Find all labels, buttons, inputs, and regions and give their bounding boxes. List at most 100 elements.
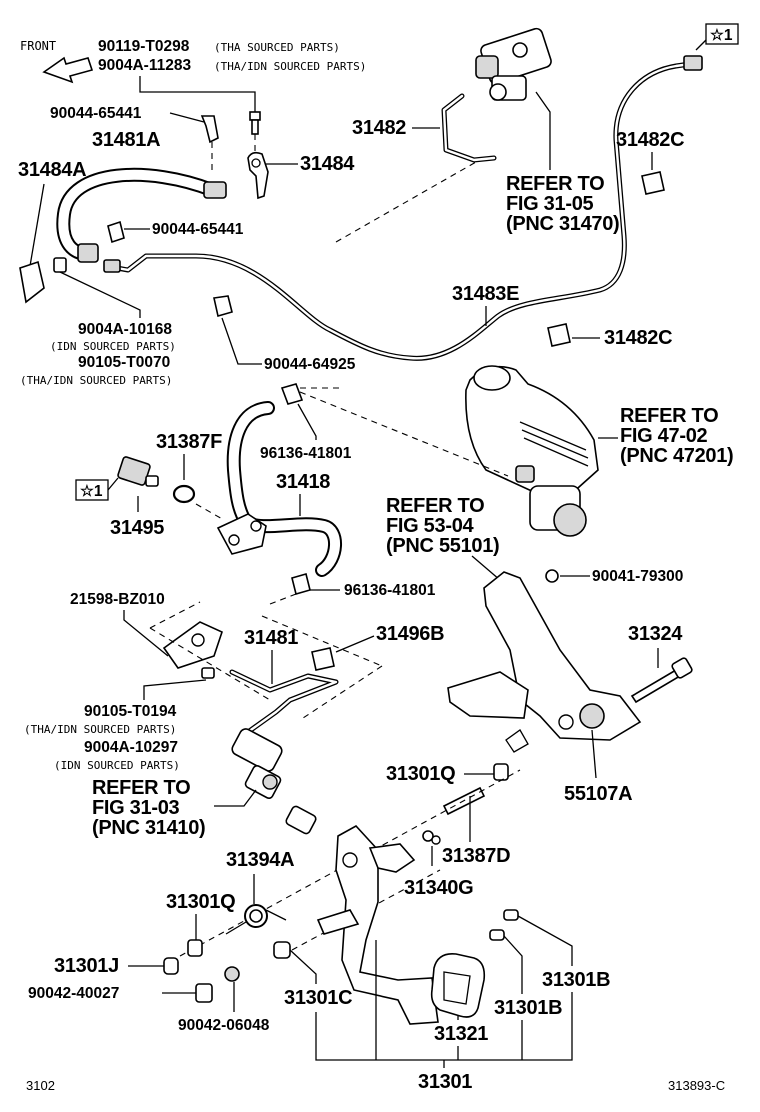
refer-fig-31-05-line2[interactable]: FIG 31-05 [506, 193, 594, 215]
hose-clamp-96136-41801-top [280, 383, 304, 405]
bushing-31301Q-left [187, 939, 203, 957]
note-idn-sourced-1: (IDN SOURCED PARTS) [50, 340, 176, 353]
part-number-31301B-upper[interactable]: 31301B [542, 969, 611, 991]
part-number-21598-BZ010[interactable]: 21598-BZ010 [70, 591, 165, 608]
o-ring-31387F [172, 484, 196, 504]
clutch-release-cylinder [231, 728, 317, 835]
part-number-31301[interactable]: 31301 [418, 1071, 473, 1093]
part-number-90044-65441-mid[interactable]: 90044-65441 [152, 221, 244, 238]
clip-90044-65441-top [200, 115, 219, 144]
part-number-31301J[interactable]: 31301J [54, 955, 119, 977]
part-number-9004A-10297[interactable]: 9004A-10297 [84, 739, 178, 756]
note-tha-idn-sourced: (THA/IDN SOURCED PARTS) [214, 60, 366, 73]
clip-31482C-top [641, 171, 665, 195]
part-number-31496B[interactable]: 31496B [376, 623, 445, 645]
front-arrow-icon [42, 56, 94, 84]
pedal-bracket-55107A [447, 571, 642, 753]
part-number-31482C-mid[interactable]: 31482C [604, 327, 673, 349]
part-number-55107A[interactable]: 55107A [564, 783, 633, 805]
nut-90042-06048 [224, 966, 240, 982]
clip-90044-64925 [213, 295, 233, 318]
refer-fig-31-03-line2[interactable]: FIG 31-03 [92, 797, 180, 819]
part-number-96136-41801-top[interactable]: 96136-41801 [260, 445, 352, 462]
refer-fig-53-04-line1[interactable]: REFER TO [386, 495, 485, 517]
pedal-pad-31321 [430, 952, 486, 1018]
part-number-31484A[interactable]: 31484A [18, 159, 87, 181]
part-number-31481A[interactable]: 31481A [92, 129, 161, 151]
bracket-31484 [247, 151, 269, 200]
part-number-31301Q-right[interactable]: 31301Q [386, 763, 456, 785]
refer-fig-47-02-line2[interactable]: FIG 47-02 [620, 425, 708, 447]
flange-31418 [216, 513, 267, 555]
brake-master-cylinder-reservoir [465, 365, 599, 537]
part-number-90044-64925[interactable]: 90044-64925 [264, 356, 356, 373]
part-number-31324[interactable]: 31324 [628, 623, 684, 645]
refer-fig-47-02-line1[interactable]: REFER TO [620, 405, 719, 427]
part-number-31301Q-left[interactable]: 31301Q [166, 891, 236, 913]
part-number-96136-41801-mid[interactable]: 96136-41801 [344, 582, 436, 599]
part-number-90042-40027[interactable]: 90042-40027 [28, 985, 119, 1002]
part-number-31340G[interactable]: 31340G [404, 877, 474, 899]
clip-31340G [422, 830, 441, 845]
part-number-90119-T0298[interactable]: 90119-T0298 [98, 38, 190, 55]
part-number-90105-T0194[interactable]: 90105-T0194 [84, 703, 177, 720]
note-idn-sourced-2: (IDN SOURCED PARTS) [54, 759, 180, 772]
svg-text:☆1: ☆1 [80, 483, 103, 500]
figure-code: 313893-C [668, 1078, 725, 1093]
part-number-9004A-10168[interactable]: 9004A-10168 [78, 321, 172, 338]
part-number-31483E[interactable]: 31483E [452, 283, 519, 305]
part-number-31484[interactable]: 31484 [300, 153, 356, 175]
refer-fig-47-02-line3[interactable]: (PNC 47201) [620, 445, 734, 467]
part-number-31418[interactable]: 31418 [276, 471, 331, 493]
spring-31394A [225, 904, 287, 935]
part-number-31394A[interactable]: 31394A [226, 849, 295, 871]
note-tha-sourced: (THA SOURCED PARTS) [214, 41, 340, 54]
part-number-90105-T0070[interactable]: 90105-T0070 [78, 354, 170, 371]
part-number-31481[interactable]: 31481 [244, 627, 299, 649]
part-number-31321[interactable]: 31321 [434, 1023, 489, 1045]
bolt-90119-T0298 [249, 111, 261, 135]
refer-fig-31-03-line3[interactable]: (PNC 31410) [92, 817, 206, 839]
refer-fig-53-04-line3[interactable]: (PNC 55101) [386, 535, 500, 557]
bolt-90042-40027 [195, 983, 213, 1003]
bushing-31301J [163, 957, 179, 975]
stopper-31301B-lower [489, 929, 505, 941]
star-marker-top: ☆1 [705, 23, 739, 45]
refer-fig-31-03-line1[interactable]: REFER TO [92, 777, 191, 799]
part-number-31301C[interactable]: 31301C [284, 987, 353, 1009]
part-number-31482[interactable]: 31482 [352, 117, 407, 139]
hose-clamp-96136-41801-mid [291, 573, 311, 595]
part-number-90041-79300[interactable]: 90041-79300 [592, 568, 683, 585]
part-number-9004A-11283[interactable]: 9004A-11283 [98, 57, 191, 74]
part-number-31301B-lower[interactable]: 31301B [494, 997, 563, 1019]
union-bolt-9004A-10168 [53, 257, 67, 273]
stopper-31301B-upper [503, 909, 519, 921]
part-number-31387D[interactable]: 31387D [442, 845, 511, 867]
nut-90041-79300 [545, 569, 559, 583]
clip-31482C-mid [547, 323, 571, 347]
bracket-31484A [19, 260, 45, 304]
refer-fig-31-05-line1[interactable]: REFER TO [506, 173, 605, 195]
bolt-31324 [630, 657, 693, 704]
svg-text:☆1: ☆1 [710, 27, 733, 44]
part-number-31482C-top[interactable]: 31482C [616, 129, 685, 151]
clutch-master-cylinder [475, 27, 552, 101]
switch-31495 [117, 456, 159, 487]
star-marker-left: ☆1 [75, 479, 109, 501]
part-number-90042-06048[interactable]: 90042-06048 [178, 1017, 270, 1034]
bolt-90105-T0194 [201, 667, 215, 679]
refer-fig-53-04-line2[interactable]: FIG 53-04 [386, 515, 475, 537]
page-code: 3102 [26, 1078, 55, 1093]
note-tha-idn-sourced-1: (THA/IDN SOURCED PARTS) [20, 374, 172, 387]
part-number-31387F[interactable]: 31387F [156, 431, 222, 453]
part-number-90044-65441-top[interactable]: 90044-65441 [50, 105, 142, 122]
clip-90044-65441-mid [107, 220, 125, 244]
front-label: FRONT [20, 39, 56, 53]
note-tha-idn-sourced-2: (THA/IDN SOURCED PARTS) [24, 723, 176, 736]
bushing-31301Q-right [493, 763, 509, 781]
part-number-31495[interactable]: 31495 [110, 517, 165, 539]
bushing-31301C [273, 941, 291, 959]
clip-31496B [311, 647, 335, 671]
refer-fig-31-05-line3[interactable]: (PNC 31470) [506, 213, 620, 235]
